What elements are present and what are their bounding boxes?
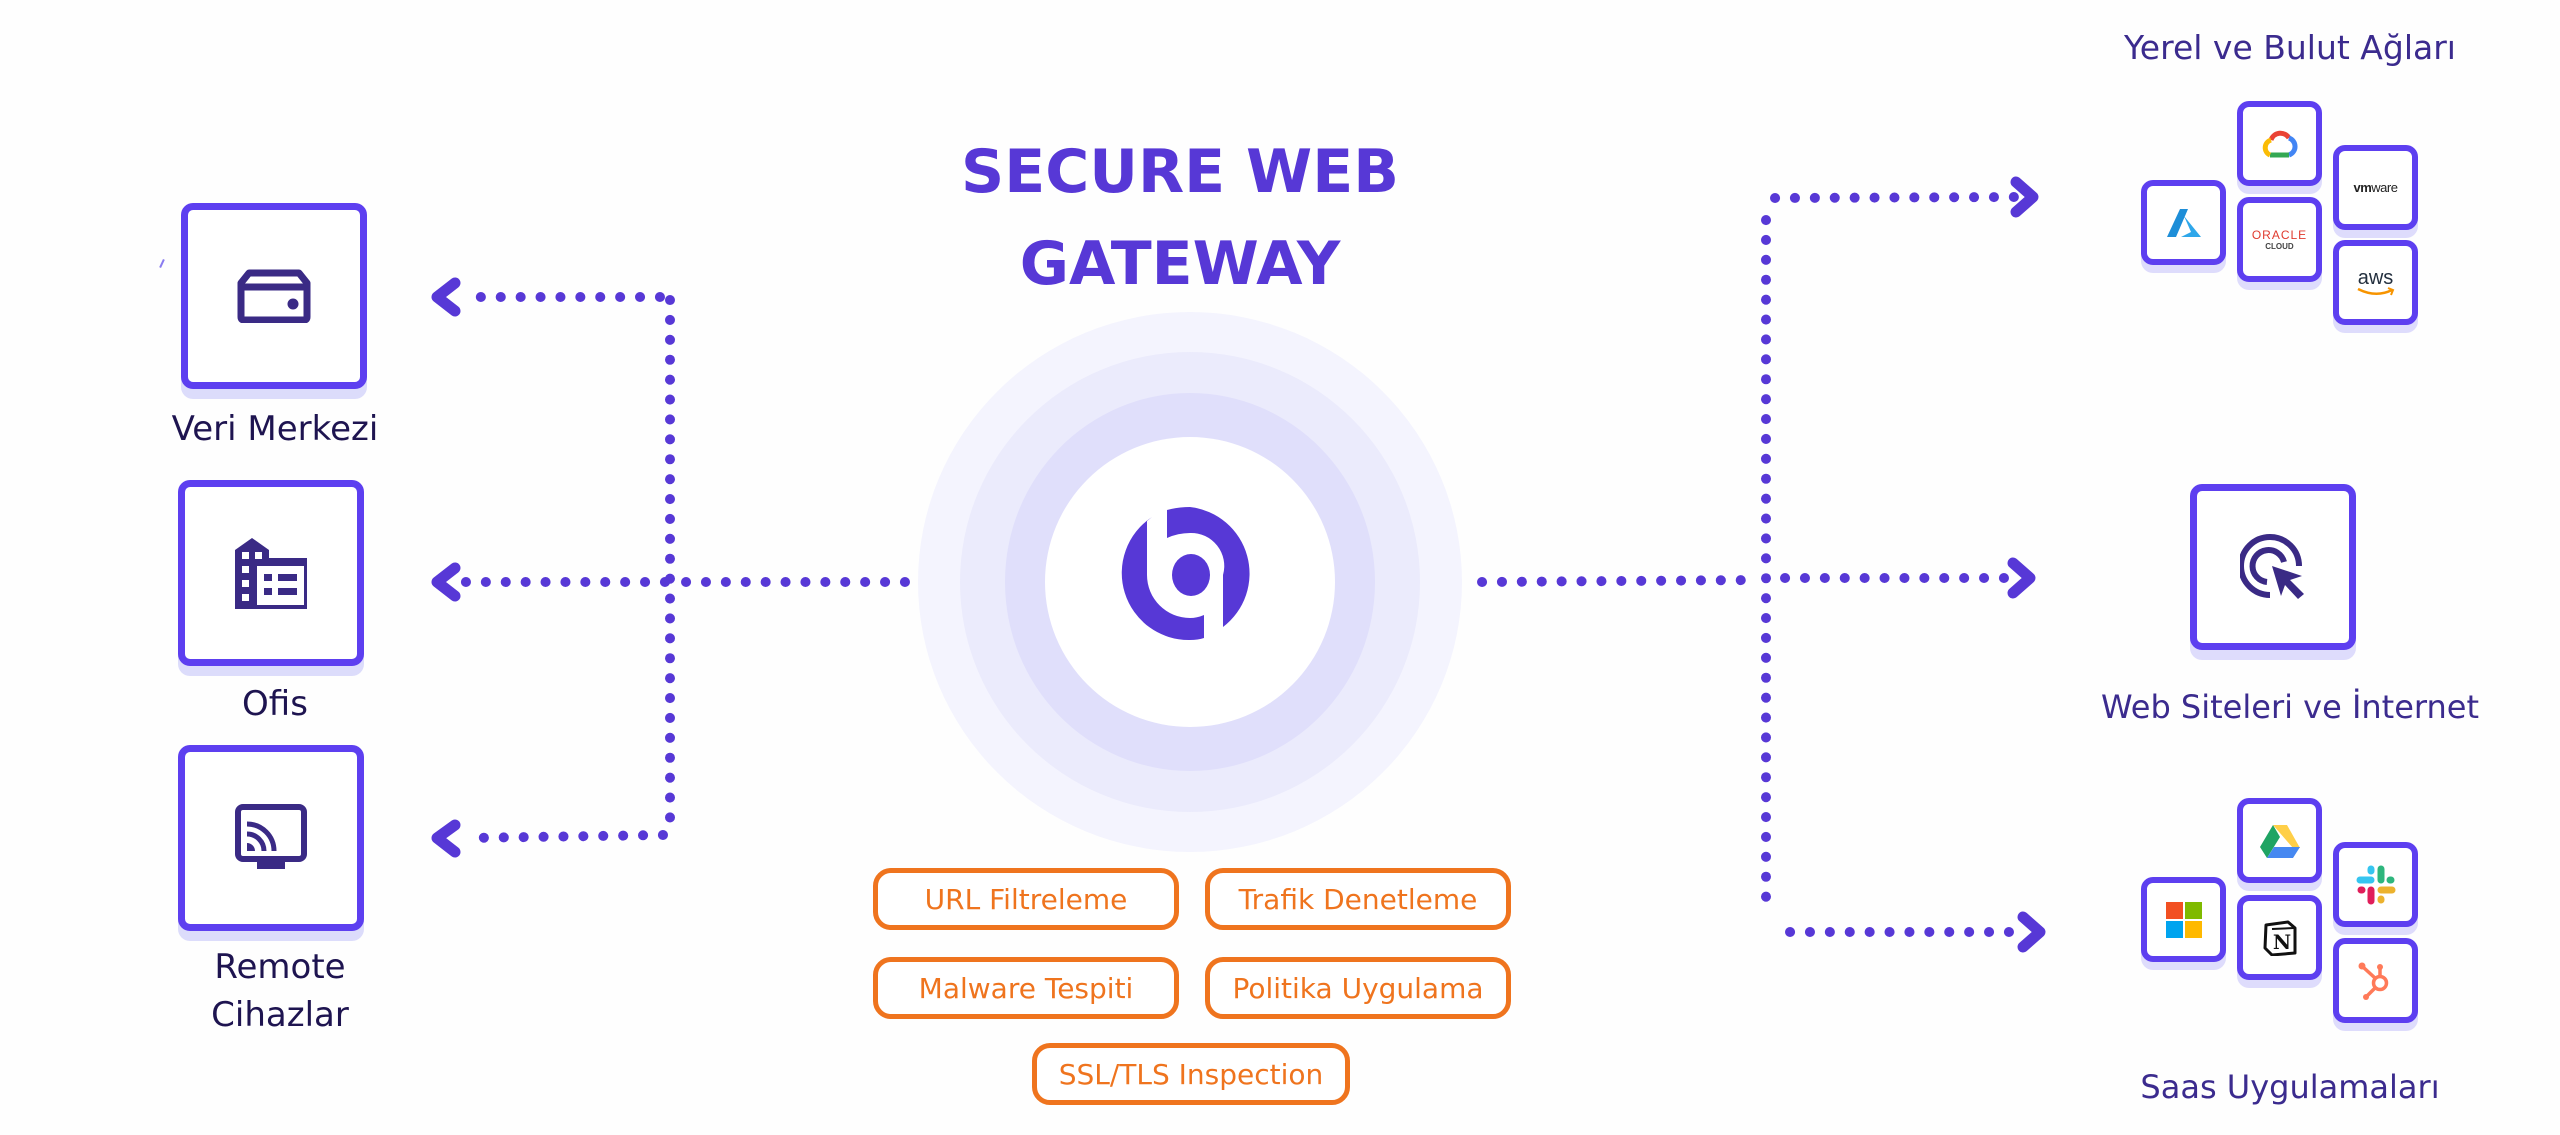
aws-icon: aws [2357, 266, 2394, 289]
vmware-text: ware [2371, 180, 2398, 195]
source-ofis-label: Ofis [242, 684, 308, 724]
google-drive-icon [2259, 824, 2300, 858]
tile-google-drive[interactable] [2237, 798, 2322, 883]
page-title-line2: GATEWAY [1019, 229, 1341, 299]
arrowhead-left-3 [431, 819, 461, 858]
tile-vmware[interactable]: vmware [2333, 145, 2418, 230]
click-target-icon [2240, 534, 2304, 599]
tile-oracle-cloud[interactable]: ORACLE CLOUD [2237, 197, 2322, 282]
arrowhead-right-3 [2017, 911, 2046, 953]
oracle-cloud-subtext: CLOUD [2265, 241, 2294, 251]
google-cloud-icon [2262, 130, 2297, 157]
tile-aws[interactable]: aws [2333, 240, 2418, 325]
tile-microsoft[interactable] [2141, 877, 2226, 962]
vmware-bold-text: vm [2353, 180, 2372, 195]
microsoft-icon [2165, 901, 2202, 938]
destination-saas-label: Saas Uygulamaları [2140, 1068, 2440, 1106]
source-remote-label: Remote Cihazlar [211, 947, 349, 1035]
notion-icon: N [2263, 920, 2296, 956]
source-veri-merkezi-label: Veri Merkezi [171, 409, 379, 449]
connector-to-remote [460, 830, 668, 843]
destination-cloud-label: Yerel ve Bulut Ağları [2124, 28, 2456, 67]
destination-web-label: Web Siteleri ve İnternet [2100, 688, 2480, 726]
arrowhead-left-2 [431, 562, 461, 602]
oracle-cloud-icon: ORACLE [2251, 227, 2308, 242]
feature-malware-tespiti: Malware Tespiti [873, 957, 1179, 1019]
slack-icon [2356, 865, 2395, 904]
page-title-line1: SECURE WEB [961, 137, 1399, 207]
feature-politika-uygulama: Politika Uygulama [1205, 957, 1511, 1019]
feature-ssl-tls-inspection: SSL/TLS Inspection [1032, 1043, 1350, 1105]
arrowhead-right-1 [2010, 176, 2039, 218]
arrowhead-right-2 [2007, 557, 2036, 599]
brand-logo-icon [1121, 507, 1250, 641]
connector-to-cloud [1770, 192, 2020, 203]
vmware-icon: vmware [2354, 180, 2398, 195]
notion-letter: N [2272, 930, 2290, 954]
cast-screen-icon [235, 804, 307, 869]
tile-notion[interactable]: N [2237, 895, 2322, 980]
arrowhead-left-1 [431, 277, 461, 317]
source-remote-box[interactable] [178, 745, 364, 931]
source-veri-merkezi-box[interactable] [181, 203, 367, 389]
office-building-icon [235, 538, 307, 609]
tile-azure[interactable] [2141, 180, 2226, 265]
aws-smile-icon [2356, 286, 2394, 295]
server-drive-icon [237, 269, 311, 323]
connector-center-right [1477, 575, 1765, 587]
destination-web-box[interactable] [2190, 484, 2356, 650]
source-ofis-box[interactable] [178, 480, 364, 666]
tile-slack[interactable] [2333, 842, 2418, 927]
tile-google-cloud[interactable] [2237, 101, 2322, 186]
feature-url-filtreleme: URL Filtreleme [873, 868, 1179, 930]
azure-icon [2166, 208, 2201, 237]
tile-hubspot[interactable] [2333, 938, 2418, 1023]
feature-trafik-denetleme: Trafik Denetleme [1205, 868, 1511, 930]
hubspot-icon [2358, 962, 2388, 1000]
